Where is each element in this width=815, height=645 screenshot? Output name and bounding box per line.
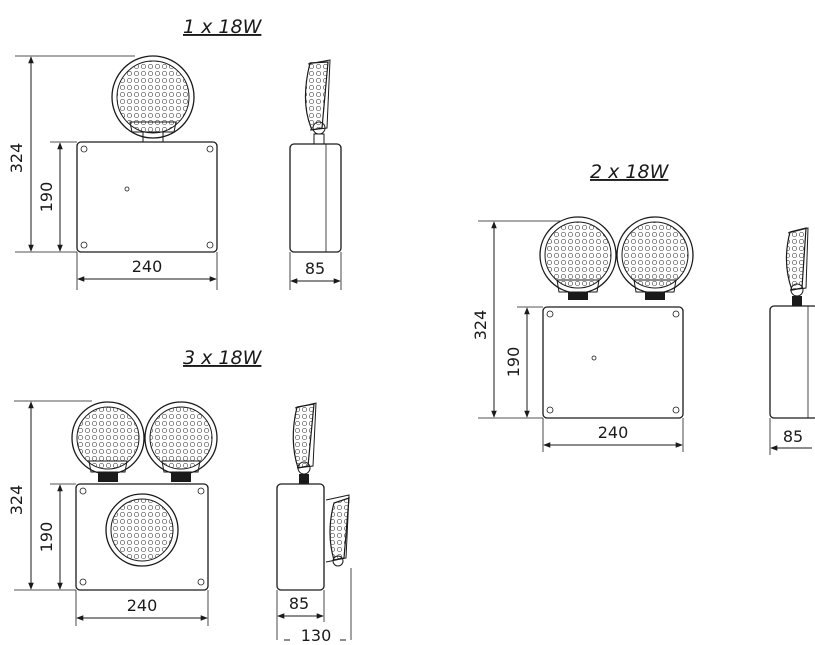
- screw-icon: [79, 487, 205, 586]
- variant-title: 3 x 18W: [183, 347, 263, 369]
- variant-3x18w: 3 x 18W: [7, 347, 352, 645]
- svg-text:324: 324: [7, 143, 26, 174]
- svg-text:190: 190: [37, 522, 56, 553]
- side-view: [289, 59, 342, 253]
- lamp-head: [144, 401, 218, 482]
- dimension-depth: 85: [289, 252, 342, 290]
- dimension-width: 240: [75, 590, 209, 626]
- lamp-head: [105, 493, 179, 567]
- housing-body: [542, 306, 684, 419]
- housing-body: [76, 141, 218, 253]
- lamp-head: [111, 55, 195, 143]
- svg-text:85: 85: [305, 259, 325, 278]
- dimension-height-body: 190: [37, 141, 77, 252]
- svg-text:190: 190: [504, 347, 523, 378]
- svg-text:240: 240: [132, 257, 163, 276]
- variant-2x18w: 2 x 18W 32: [471, 161, 815, 455]
- dimension-height-body: 190: [37, 483, 76, 590]
- dimension-depth-with-lamp: 130: [284, 568, 352, 645]
- front-view: [539, 216, 694, 419]
- svg-text:240: 240: [127, 596, 158, 615]
- indicator-led: [124, 186, 130, 192]
- side-view: [276, 402, 350, 591]
- lamp-head: [616, 216, 694, 300]
- dimension-width: 240: [76, 252, 218, 290]
- variant-1x18w: 1 x 18W 324 190: [7, 16, 342, 290]
- dimension-height-total: 324: [471, 220, 560, 419]
- lamp-head: [539, 216, 617, 300]
- side-view: [769, 227, 815, 419]
- screw-icon: [80, 145, 214, 249]
- lamp-head: [71, 401, 145, 482]
- svg-text:324: 324: [7, 485, 26, 516]
- svg-text:130: 130: [301, 626, 332, 645]
- variant-title: 2 x 18W: [590, 161, 670, 183]
- variant-title: 1 x 18W: [183, 16, 263, 38]
- screw-icon: [546, 310, 680, 414]
- dimension-height-total: 324: [7, 400, 92, 591]
- dimension-depth: 85: [276, 590, 325, 640]
- svg-text:240: 240: [598, 423, 629, 442]
- svg-text:85: 85: [783, 427, 803, 446]
- svg-text:85: 85: [289, 594, 309, 613]
- dimension-height-total: 324: [7, 55, 135, 253]
- front-view: [71, 401, 218, 591]
- svg-text:324: 324: [471, 310, 490, 341]
- dimension-width: 240: [542, 418, 684, 452]
- indicator-led: [591, 355, 597, 361]
- svg-text:190: 190: [37, 182, 56, 213]
- dimension-height-body: 190: [504, 306, 543, 418]
- dimension-depth: 85: [769, 418, 812, 455]
- front-view: [76, 55, 218, 253]
